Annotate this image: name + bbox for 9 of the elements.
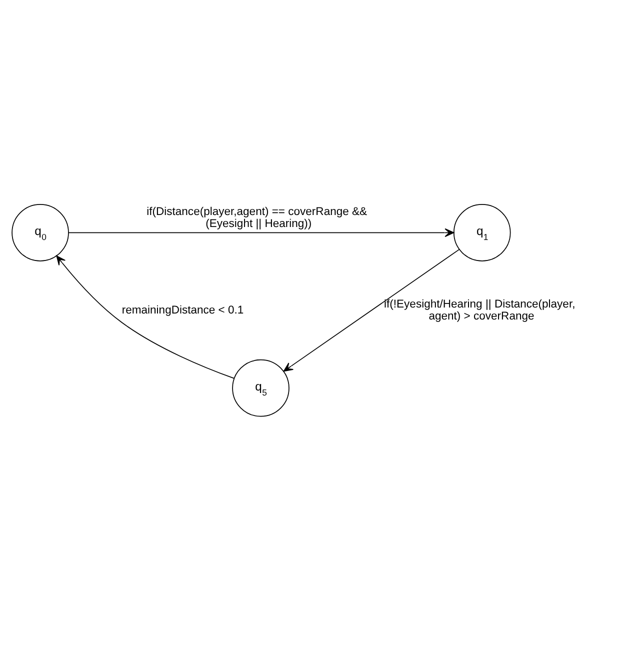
node-circle: q$_{1}$ [453,204,511,262]
arrow [283,248,460,372]
node-circle: q$_{5}$ [232,359,290,417]
arrow [56,256,234,379]
edge-label: remainingDistance < 0.1 [122,304,244,316]
edge-label: if(!Eyesight/Hearing || Distance(player, agent) > coverRange [384,298,576,322]
node-circle: q$_{0}$ [12,204,69,262]
arrow [68,228,454,238]
edge-label: if(Distance(player,agent) == coverRange && (Eyesight || Hearing)) [146,206,368,230]
